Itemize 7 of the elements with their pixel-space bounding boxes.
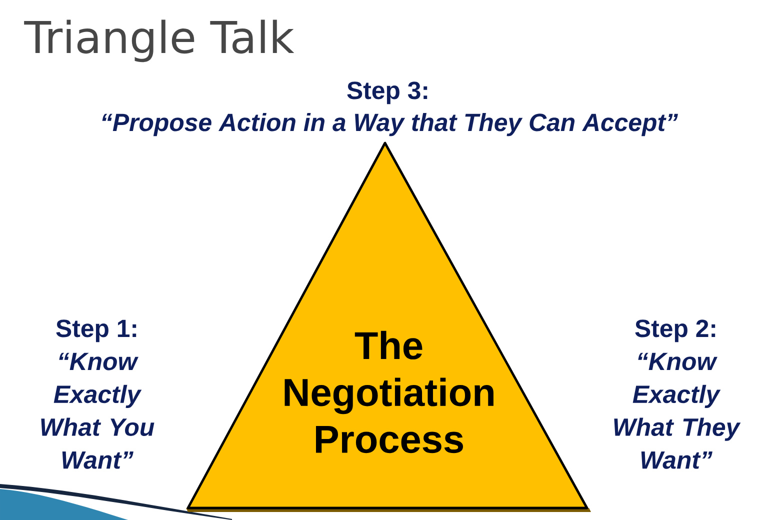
step-quote: “Know Exactly What You Want” xyxy=(41,352,154,469)
step-heading: Step 1: xyxy=(56,320,136,342)
slide-title: Triangle Talk xyxy=(24,20,294,62)
step-heading: Step 3: xyxy=(347,82,428,104)
step-heading: Step 2: xyxy=(635,320,716,342)
step-quote: “Propose Action in a Way that They Can Accept” xyxy=(102,112,678,136)
step-quote: “Know Exactly What They Want” xyxy=(614,352,741,469)
